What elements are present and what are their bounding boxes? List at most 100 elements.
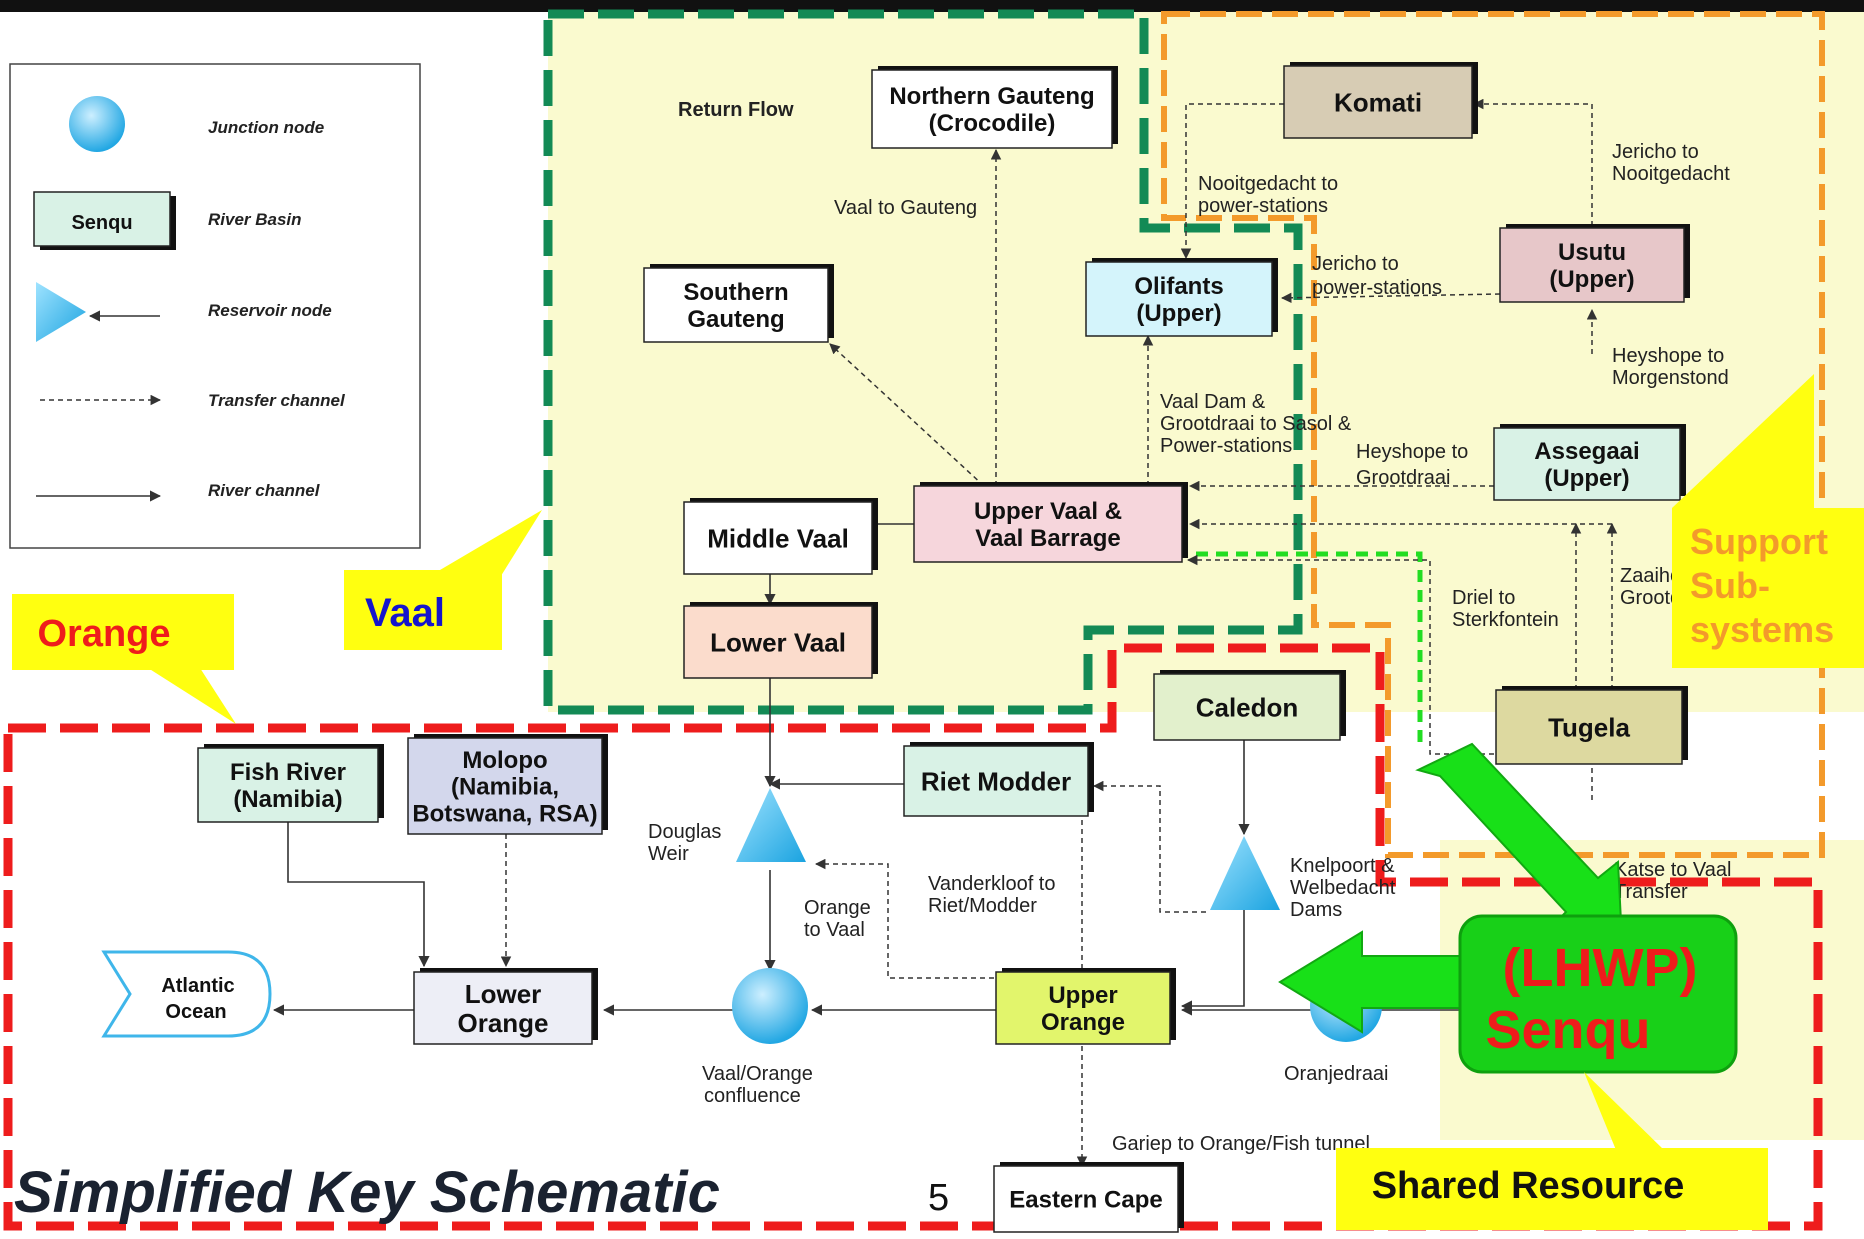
driel-label-2: Sterkfontein xyxy=(1452,609,1559,631)
basin-northern-gauteng-label: Northern Gauteng xyxy=(889,83,1094,110)
support-boundary xyxy=(1161,11,1825,858)
basin-fish-river: Fish River(Namibia) xyxy=(197,744,384,823)
basin-upper-vaal: Upper Vaal &Vaal Barrage xyxy=(913,482,1188,563)
legend-reservoir-icon xyxy=(36,282,86,342)
basin-southern-gauteng-label: Southern xyxy=(683,279,788,306)
basin-middle-vaal: Middle Vaal xyxy=(683,498,878,575)
basin-middle-vaal-label: Middle Vaal xyxy=(707,523,849,553)
legend: Junction node Senqu River Basin Reservoi… xyxy=(9,63,421,549)
nooitgedacht-label-2: power-stations xyxy=(1198,195,1328,217)
vanderkloof-label-2: Riet/Modder xyxy=(928,895,1037,917)
lhwp-to-orange-arrow xyxy=(1278,930,1461,1034)
nooitgedacht-label-1: Nooitgedacht to xyxy=(1198,173,1338,195)
vaal-dam-label-2: Grootdraai to Sasol & xyxy=(1160,413,1352,435)
jericho-nooit-label-2: Nooitgedacht xyxy=(1612,163,1730,185)
heyshope-morg-label-2: Morgenstond xyxy=(1612,367,1729,389)
vaal-to-gauteng-label: Vaal to Gauteng xyxy=(834,197,977,219)
basin-molopo-label: Botswana, RSA) xyxy=(412,801,597,828)
gariep-label: Gariep to Orange/Fish tunnel xyxy=(1112,1133,1370,1155)
basin-lower-vaal: Lower Vaal xyxy=(683,602,878,679)
knelpoort-label-3: Dams xyxy=(1290,899,1342,921)
vaal-dam-label-1: Vaal Dam & xyxy=(1160,391,1266,413)
lhwp-senqu-box xyxy=(1458,914,1738,1074)
orange-callout-label: Orange xyxy=(37,613,170,655)
support-callout-line-1: Support xyxy=(1690,521,1828,562)
orange-callout-box xyxy=(12,594,234,670)
basin-assegaai: Assegaai(Upper) xyxy=(1493,424,1686,501)
katse-label-2: Transfer xyxy=(1614,881,1688,903)
driel-label-1: Driel to xyxy=(1452,587,1515,609)
basin-upper-vaal-label: Upper Vaal & xyxy=(974,498,1122,525)
basin-caledon-label: Caledon xyxy=(1196,692,1299,722)
basin-molopo: Molopo(Namibia,Botswana, RSA) xyxy=(407,734,608,835)
vanderkloof-label-1: Vanderkloof to xyxy=(928,873,1056,895)
legend-basin-label: River Basin xyxy=(208,210,302,229)
basin-olifants-label: Olifants xyxy=(1134,273,1223,300)
douglas-label-1: Douglas xyxy=(648,821,721,843)
confluence-label-2: confluence xyxy=(704,1085,801,1107)
jericho-power-label-1: Jericho to xyxy=(1312,253,1399,275)
basin-upper-vaal-label: Vaal Barrage xyxy=(975,525,1120,552)
atlantic-label-1: Atlantic xyxy=(161,975,234,997)
orange-callout-pointer xyxy=(148,668,236,724)
basin-lower-orange-label: Lower xyxy=(465,979,542,1009)
orange-boundary xyxy=(3,643,1823,1231)
atlantic-label-2: Ocean xyxy=(165,1001,226,1023)
douglas-label-2: Weir xyxy=(648,843,689,865)
page-number: 5 xyxy=(928,1177,949,1219)
vaal-boundary xyxy=(543,9,1303,715)
confluence-label-1: Vaal/Orange xyxy=(702,1063,813,1085)
atlantic-ocean: Atlantic Ocean xyxy=(101,950,272,1038)
orange-vaal-label-1: Orange xyxy=(804,897,871,919)
basin-fish-river-label: Fish River xyxy=(230,759,346,786)
basin-olifants-label: (Upper) xyxy=(1136,300,1221,327)
basin-tugela-label: Tugela xyxy=(1548,712,1630,742)
lhwp-callout-line-2: Senqu xyxy=(1485,1000,1650,1060)
basin-molopo-label: Molopo xyxy=(462,747,547,774)
knelpoort-label-2: Welbedacht xyxy=(1290,877,1396,899)
basin-eastern-cape: Eastern Cape xyxy=(993,1162,1184,1233)
heyshope-morg-label-1: Heyshope to xyxy=(1612,345,1724,367)
basin-upper-orange-label: Upper xyxy=(1048,982,1117,1009)
basin-fish-river-label: (Namibia) xyxy=(233,786,342,813)
basin-riet-modder-label: Riet Modder xyxy=(921,766,1071,796)
basin-molopo-label: (Namibia, xyxy=(451,774,559,801)
basin-usutu: Usutu(Upper) xyxy=(1499,224,1690,303)
basin-usutu-label: Usutu xyxy=(1558,239,1626,266)
vaal-callout-label: Vaal xyxy=(365,591,445,635)
basin-tugela: Tugela xyxy=(1495,686,1688,765)
basin-northern-gauteng: Northern Gauteng(Crocodile) xyxy=(871,66,1118,149)
knelpoort-reservoir xyxy=(1210,836,1280,910)
katse-label-1: Katse to Vaal xyxy=(1614,859,1731,881)
heyshope-groot-label-2: Grootdraai xyxy=(1356,467,1451,489)
legend-river-label: River channel xyxy=(208,481,321,500)
vaal-dam-label-3: Power-stations xyxy=(1160,435,1292,457)
support-callout-line-3: systems xyxy=(1690,609,1834,650)
basin-komati: Komati xyxy=(1283,62,1478,139)
basin-komati-label: Komati xyxy=(1334,87,1422,117)
basin-lower-vaal-label: Lower Vaal xyxy=(710,627,846,657)
support-callout-line-2: Sub- xyxy=(1690,565,1770,606)
shared-callout-pointer xyxy=(1584,1072,1664,1150)
lhwp-callout-line-1: (LHWP) xyxy=(1503,938,1698,998)
basin-eastern-cape-label: Eastern Cape xyxy=(1009,1187,1162,1214)
callouts: Vaal Orange Support Sub- systems (LHWP) … xyxy=(12,374,1864,1230)
shared-link-outline xyxy=(1196,551,1423,748)
orange-vaal-label-2: to Vaal xyxy=(804,919,865,941)
vaal-callout-box xyxy=(344,570,502,650)
knelpoort-label-1: Knelpoort & xyxy=(1290,855,1395,877)
heyshope-groot-label-1: Heyshope to xyxy=(1356,441,1468,463)
basin-assegaai-label: (Upper) xyxy=(1544,465,1629,492)
basin-assegaai-label: Assegaai xyxy=(1534,438,1639,465)
douglas-weir-reservoir xyxy=(736,788,806,862)
jericho-nooit-label-1: Jericho to xyxy=(1612,141,1699,163)
legend-transfer-label: Transfer channel xyxy=(208,391,346,410)
support-callout-box xyxy=(1672,508,1864,668)
legend-junction-icon xyxy=(69,96,125,152)
basin-caledon: Caledon xyxy=(1153,670,1346,741)
legend-junction-label: Junction node xyxy=(208,118,324,137)
basin-northern-gauteng-label: (Crocodile) xyxy=(929,110,1056,137)
